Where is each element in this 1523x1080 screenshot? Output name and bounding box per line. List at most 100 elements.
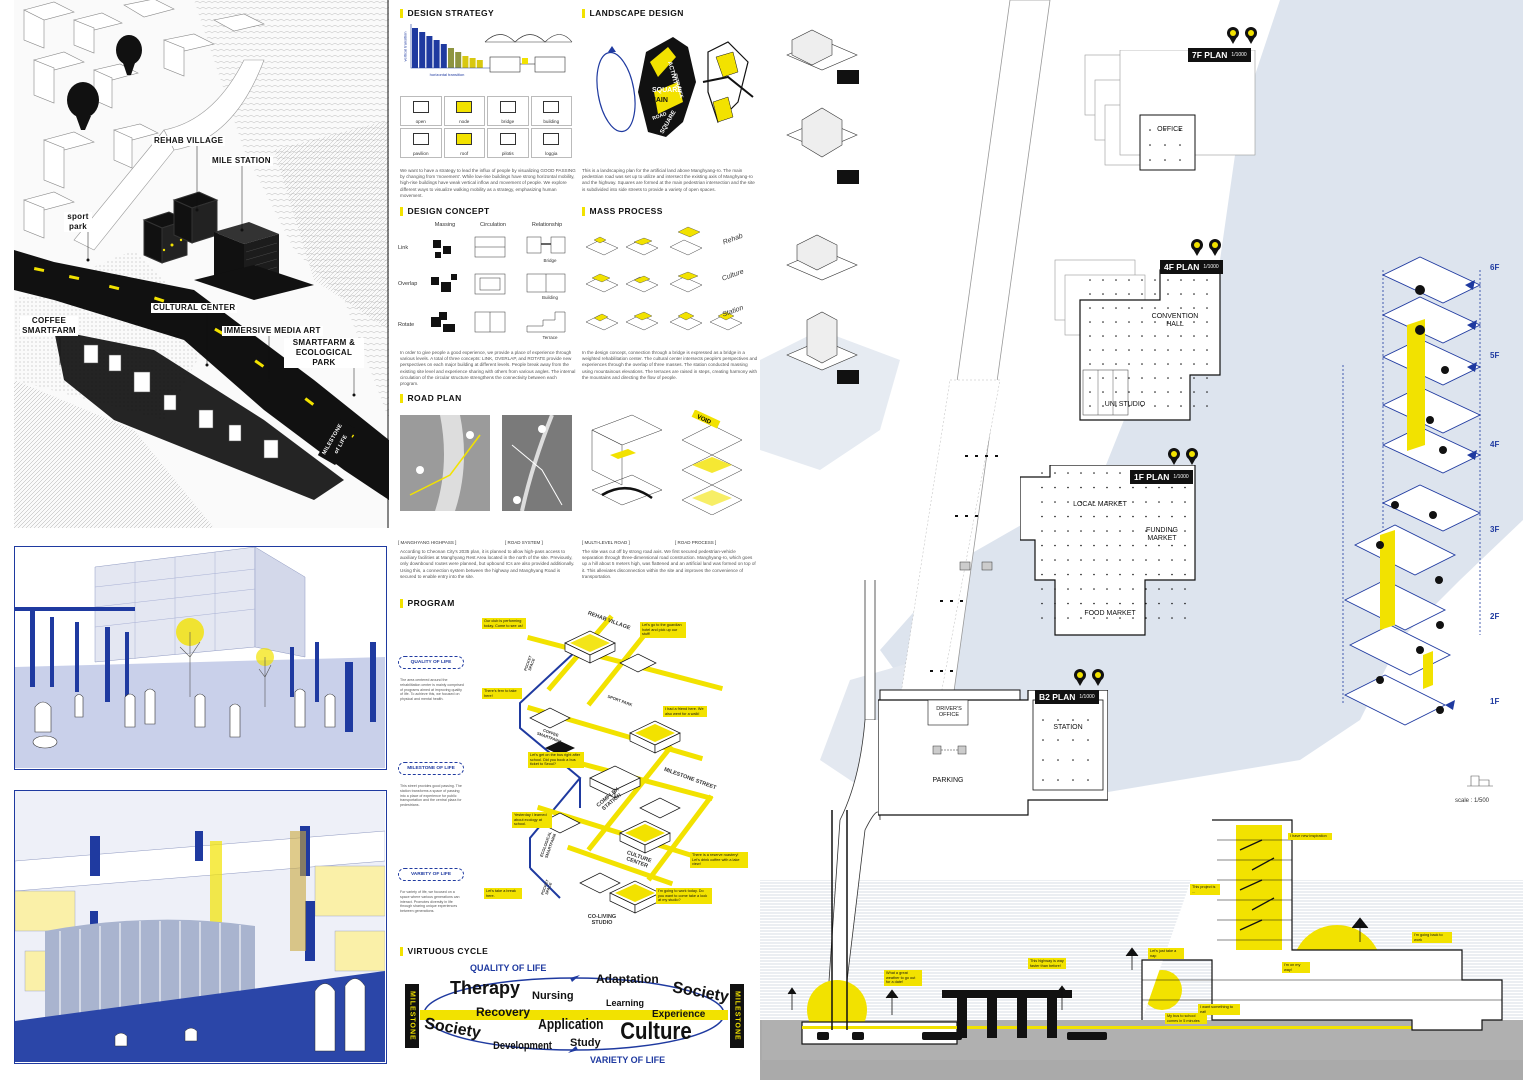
landscape-design-title: LANDSCAPE DESIGN	[582, 8, 684, 18]
column-dot	[1054, 486, 1056, 489]
cycle-word-adaptation: Adaptation	[596, 972, 659, 986]
b2-plan-markers	[1074, 669, 1104, 686]
strategy-type-card: node	[443, 96, 485, 126]
column-dot	[1093, 515, 1095, 518]
strategy-section-diagrams	[484, 34, 573, 73]
1f-plan: LOCAL MARKET FUNDING MARKET FOOD MARKET	[1019, 464, 1200, 637]
note-6: Yesterday I learned about ecology at sch…	[512, 812, 552, 828]
bubble-variety-of-life: VARIETY OF LIFE	[398, 868, 464, 881]
column-dot	[1080, 544, 1082, 547]
concept-col-massing: Massing	[434, 222, 456, 228]
7f-plan-drawing	[1084, 49, 1256, 171]
column-dot	[1067, 573, 1069, 576]
column-dot	[1193, 279, 1195, 281]
column-dot	[1115, 293, 1117, 295]
column-dot	[1128, 405, 1130, 407]
column-dot	[1067, 530, 1069, 532]
concept-row-rotate: Rotate	[398, 322, 415, 328]
cycle-variety-of-life: VARIETY OF LIFE	[590, 1055, 666, 1065]
label-cultural-center: CULTURAL CENTER	[151, 303, 238, 313]
note-7: There is a reserve roastery! Let's drink…	[690, 852, 748, 868]
column-dot	[1171, 501, 1173, 503]
cycle-word-study: Study	[570, 1037, 601, 1049]
cycle-word-experience: Experience	[652, 1009, 706, 1020]
section-note-7: I want something to eat!	[1198, 1004, 1240, 1016]
b2-plan-scale: 1/1000	[1079, 690, 1099, 704]
program-bubbles: QUALITY OF LIFE The area centered around…	[398, 656, 466, 926]
strategy-type-label: roof	[460, 151, 469, 156]
strategy-type-shape	[456, 101, 473, 113]
column-dot	[1184, 559, 1186, 561]
strategy-x-axis-label: horizontal transition	[429, 72, 465, 77]
note-2: Let's go to the guardian hotel and pick …	[640, 622, 686, 638]
concept-rel-terrace: Terrace	[542, 335, 558, 340]
section-note-5: Let's just take a nap	[1148, 948, 1184, 960]
label-coffee-smartfarm: COFFEE SMARTFARM	[20, 316, 78, 336]
column-dot	[1154, 391, 1156, 393]
b2-plan-title: B2 PLAN	[1035, 690, 1080, 704]
room-convention-hall: CONVENTION HALL	[1151, 313, 1199, 328]
column-dot	[1089, 307, 1091, 309]
column-dot	[1115, 391, 1117, 393]
column-dot	[1080, 588, 1082, 590]
column-dot	[1167, 335, 1169, 337]
column-dot	[1167, 377, 1169, 379]
column-dot	[1145, 530, 1147, 532]
column-dot	[1041, 472, 1043, 474]
column-dot	[1080, 573, 1082, 576]
room-parking: PARKING	[932, 777, 964, 784]
column-dot	[1132, 559, 1134, 561]
4f-plan-drawing	[1054, 259, 1221, 421]
section-note-3: What a great weather to go out for a dat…	[884, 970, 922, 986]
bubble-variety-text: For variety of life, we focused on a spa…	[400, 890, 460, 914]
strategy-axes	[410, 24, 490, 69]
massing-isometrics	[786, 29, 859, 384]
floor-label-6f: 6F	[1490, 263, 1500, 272]
4f-plan-title: 4F PLAN	[1160, 260, 1204, 274]
1f-plan-drawing	[1019, 464, 1196, 636]
strategy-bar	[412, 28, 418, 68]
strategy-type-label: pilotis	[501, 151, 514, 156]
column-dot	[1106, 472, 1108, 474]
landscape-word-4: MAIN	[650, 97, 668, 104]
column-dot	[1106, 544, 1108, 547]
column-dot	[1206, 279, 1208, 281]
column-dot	[1184, 501, 1186, 503]
road-plan-text-1: According to Cheonan City's 2035 plan, i…	[400, 549, 575, 579]
section-note-2: This project is ...	[1190, 884, 1220, 896]
7f-plan: OFFICE	[1080, 49, 1260, 210]
floor-label-2f: 2F	[1490, 612, 1500, 621]
label-smartfarm-ecological: SMARTFARM & ECOLOGICAL PARK	[284, 338, 364, 368]
column-dot	[1067, 486, 1069, 489]
interior-rendering	[14, 790, 387, 1064]
strategy-bar	[448, 48, 454, 68]
column-dot	[1119, 602, 1121, 605]
section-note-1: I have new inspiration	[1288, 833, 1332, 840]
column-dot	[1132, 573, 1134, 576]
column-dot	[1128, 293, 1130, 295]
column-dot	[1158, 559, 1160, 561]
column-dot	[1180, 293, 1182, 295]
column-dot	[1106, 588, 1108, 590]
column-dot	[1119, 544, 1121, 547]
column-dot	[1115, 279, 1117, 281]
landscape-design-text: This is a landscaping plan for the artif…	[582, 168, 755, 192]
column-dot	[1102, 349, 1104, 351]
column-dot	[1206, 391, 1208, 393]
column-dot	[1119, 501, 1121, 503]
column-dot	[1171, 486, 1173, 489]
column-dot	[1180, 321, 1182, 323]
bubble-quality-of-life: QUALITY OF LIFE	[398, 656, 464, 669]
strategy-type-card: open	[400, 96, 442, 126]
label-immersive-media-art: IMMERSIVE MEDIA ART	[222, 326, 323, 336]
column-dot	[1167, 391, 1169, 393]
column-dot	[1041, 501, 1043, 503]
caption-highpass: [ MANGHYANG HIGHPASS ]	[398, 540, 457, 545]
column-dot	[1067, 515, 1069, 518]
4f-plan-scale: 1/1000	[1203, 260, 1223, 274]
column-dot	[1128, 279, 1130, 281]
column-dot	[1171, 588, 1173, 590]
